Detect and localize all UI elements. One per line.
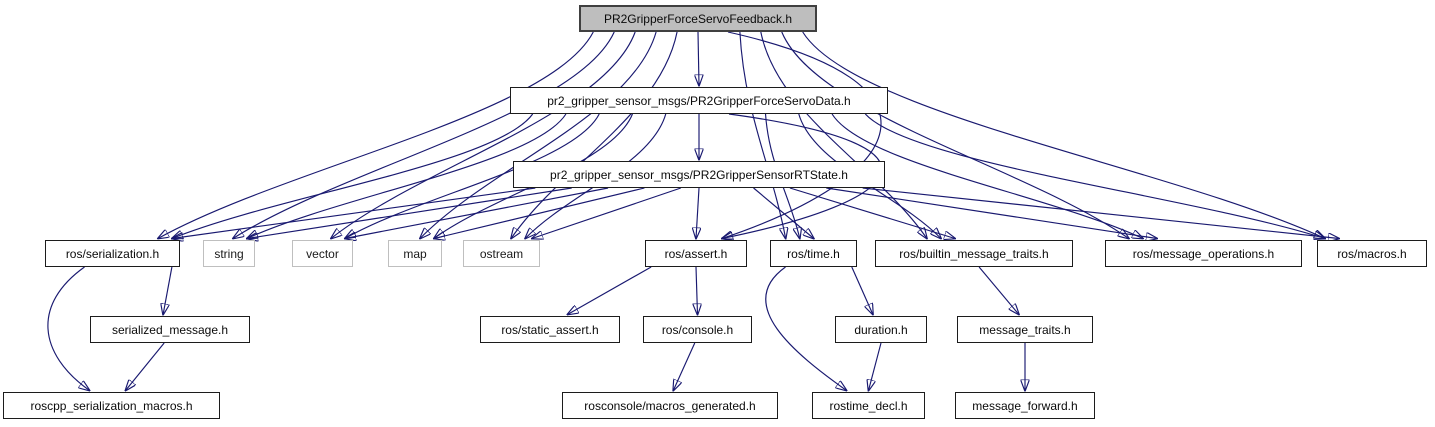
graph-node-ostream: ostream: [463, 240, 540, 267]
graph-node-assert[interactable]: ros/assert.h: [645, 240, 747, 267]
include-edge-time-to-rostimedecl: [765, 266, 847, 391]
graph-node-builtin[interactable]: ros/builtin_message_traits.h: [875, 240, 1073, 267]
include-edge-builtin-to-msgtraits: [978, 266, 1019, 315]
graph-node-feedback: PR2GripperForceServoFeedback.h: [579, 5, 817, 32]
graph-node-msgops[interactable]: ros/message_operations.h: [1105, 240, 1302, 267]
include-edge-sensorrtstate-to-msgops: [826, 187, 1157, 239]
include-edge-console-to-macrosgen: [673, 342, 696, 391]
graph-node-duration[interactable]: duration.h: [835, 316, 927, 343]
include-edge-feedback-to-macros: [802, 31, 1325, 239]
include-edge-sensorrtstate-to-time: [753, 187, 814, 239]
include-edge-assert-to-staticassert: [568, 266, 652, 315]
include-edge-sensorrtstate-to-builtin: [789, 187, 955, 239]
graph-node-macros[interactable]: ros/macros.h: [1317, 240, 1427, 267]
graph-node-staticassert[interactable]: ros/static_assert.h: [480, 316, 620, 343]
include-edge-feedback-to-string: [233, 31, 615, 239]
include-edge-serialization-to-serializedmsg: [163, 266, 173, 315]
include-edge-sensorrtstate-to-serialization: [172, 187, 536, 239]
include-edge-serializedmsg-to-roscppmacros: [126, 342, 165, 391]
graph-node-forceservodata[interactable]: pr2_gripper_sensor_msgs/PR2GripperForceS…: [510, 87, 888, 114]
include-edge-feedback-to-map: [420, 31, 657, 239]
graph-node-rostimedecl[interactable]: rostime_decl.h: [812, 392, 925, 419]
include-edge-feedback-to-builtin: [760, 31, 927, 239]
include-edge-sensorrtstate-to-ostream: [532, 187, 681, 239]
graph-node-serialization[interactable]: ros/serialization.h: [45, 240, 180, 267]
include-edge-sensorrtstate-to-vector: [345, 187, 609, 239]
include-edge-feedback-to-assert: [722, 31, 882, 239]
include-edge-sensorrtstate-to-assert: [696, 187, 699, 239]
graph-node-string: string: [203, 240, 255, 267]
graph-node-console[interactable]: ros/console.h: [643, 316, 752, 343]
graph-node-roscppmacros[interactable]: roscpp_serialization_macros.h: [3, 392, 220, 419]
include-edge-forceservodata-to-macros: [864, 113, 1325, 239]
include-edge-forceservodata-to-vector: [345, 113, 600, 239]
include-edge-feedback-to-forceservodata: [698, 31, 699, 86]
graph-node-map: map: [388, 240, 442, 267]
include-edge-forceservodata-to-msgops: [831, 113, 1143, 239]
graph-node-msgtraits[interactable]: message_traits.h: [957, 316, 1093, 343]
graph-node-time[interactable]: ros/time.h: [770, 240, 857, 267]
include-edge-feedback-to-serialization: [158, 31, 594, 239]
edges: [47, 31, 1339, 391]
graph-node-serializedmsg[interactable]: serialized_message.h: [90, 316, 250, 343]
graph-node-msgforward[interactable]: message_forward.h: [955, 392, 1095, 419]
include-edge-duration-to-rostimedecl: [869, 342, 882, 391]
include-edge-serialization-to-roscppmacros: [47, 266, 90, 391]
graph-node-sensorrtstate[interactable]: pr2_gripper_sensor_msgs/PR2GripperSensor…: [513, 161, 885, 188]
graph-node-vector: vector: [292, 240, 353, 267]
include-edge-feedback-to-msgops: [781, 31, 1129, 239]
include-edge-sensorrtstate-to-string: [247, 187, 572, 239]
include-edge-forceservodata-to-serialization: [172, 113, 534, 239]
graph-node-macrosgen[interactable]: rosconsole/macros_generated.h: [562, 392, 778, 419]
include-edge-feedback-to-time: [739, 31, 786, 239]
include-edge-time-to-duration: [851, 266, 873, 315]
include-edge-feedback-to-ostream: [511, 31, 678, 239]
include-edge-sensorrtstate-to-map: [434, 187, 645, 239]
include-edge-assert-to-console: [696, 266, 698, 315]
include-edge-sensorrtstate-to-macros: [862, 187, 1339, 239]
